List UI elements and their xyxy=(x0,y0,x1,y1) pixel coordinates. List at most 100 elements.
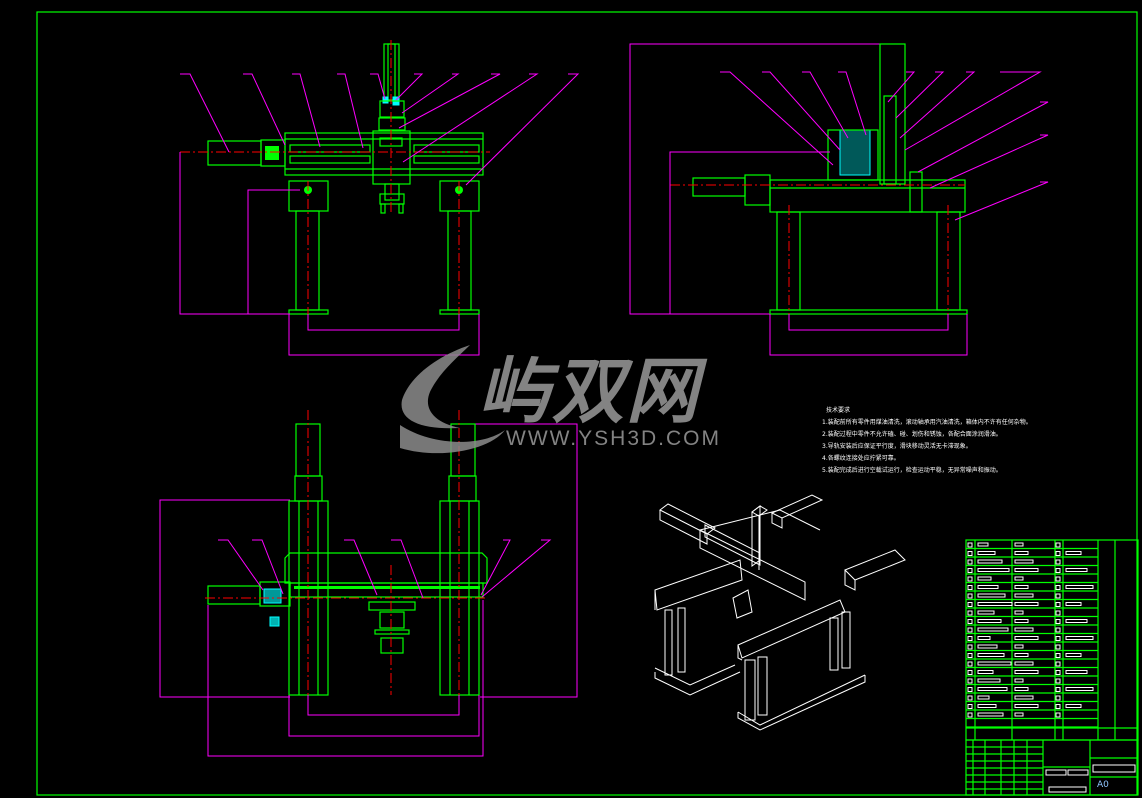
parts-list-cell-mark xyxy=(1055,610,1061,616)
title-block-cell-mark xyxy=(1045,769,1067,776)
parts-list-cell-mark xyxy=(1014,559,1034,564)
notes-title: 技术要求 xyxy=(826,407,851,414)
parts-list-cell-mark xyxy=(1014,695,1034,700)
note-item: 5.装配完成后进行空载试运行，检查运动平稳，无异常噪声和振动。 xyxy=(822,467,1002,474)
parts-list-cell-mark xyxy=(1055,585,1061,590)
title-block-cell-mark xyxy=(1067,769,1089,776)
parts-list-cell-mark xyxy=(977,661,1012,666)
front-view xyxy=(179,40,580,356)
parts-list-cell-mark xyxy=(1014,644,1024,649)
parts-list-cell-mark xyxy=(1055,619,1061,624)
parts-list-cell-mark xyxy=(977,712,1004,717)
parts-list-cell-mark xyxy=(1065,602,1082,606)
parts-list-cell-mark xyxy=(1055,576,1061,582)
parts-list-cell-mark xyxy=(977,695,990,700)
parts-list-cell-mark xyxy=(1014,542,1024,547)
parts-list-cell-mark xyxy=(1055,704,1061,709)
parts-list-cell-mark xyxy=(1065,568,1088,572)
parts-list-cell-mark xyxy=(967,704,973,709)
parts-list-cell-mark xyxy=(1014,661,1034,666)
parts-list-cell-mark xyxy=(967,661,973,667)
parts-list-cell-mark xyxy=(1055,661,1061,667)
parts-list-cell-mark xyxy=(1065,636,1094,640)
watermark-url: WWW.YSH3D.COM xyxy=(506,427,721,450)
parts-list-cell-mark xyxy=(977,568,1010,572)
title-block xyxy=(965,739,1139,796)
technical-notes: 技术要求 1.装配前所有零件用煤油清洗，滚动轴承用汽油清洗，箱体内不许有任何杂物… xyxy=(822,405,1032,477)
parts-list-cell-mark xyxy=(967,542,973,548)
parts-list-cell-mark xyxy=(1014,636,1039,640)
parts-list-cell-mark xyxy=(1014,585,1029,589)
parts-list-cell-mark xyxy=(977,627,1009,632)
parts-list-cell-mark xyxy=(1055,559,1061,565)
parts-list-cell-mark xyxy=(1014,704,1039,708)
parts-list-cell-mark xyxy=(977,644,998,649)
parts-list-cell-mark xyxy=(967,610,973,616)
watermark-brand: 屿双网 xyxy=(478,349,701,433)
parts-list-cell-mark xyxy=(977,687,1008,691)
parts-list-cell-mark xyxy=(1055,670,1061,675)
parts-list-cell-mark xyxy=(1055,627,1061,633)
parts-list-cell-mark xyxy=(967,551,973,556)
parts-list-cell-mark xyxy=(1055,678,1061,684)
parts-list-cell-mark xyxy=(977,678,1001,683)
parts-list-cell-mark xyxy=(1014,619,1029,623)
parts-list-cell-mark xyxy=(977,653,1005,657)
title-block-cell-mark xyxy=(1048,786,1087,793)
parts-list-cell-mark xyxy=(967,559,973,565)
parts-list-cell-mark xyxy=(1065,551,1082,555)
parts-list-cell-mark xyxy=(967,619,973,624)
parts-list-cell-mark xyxy=(1014,551,1029,555)
front-view-leaders xyxy=(180,73,580,186)
parts-list-cell-mark xyxy=(977,610,995,615)
parts-list-cell-mark xyxy=(967,695,973,701)
parts-list-cell-mark xyxy=(1014,610,1024,615)
parts-list-cell-mark xyxy=(1055,568,1061,573)
parts-list-cell-mark xyxy=(1055,644,1061,650)
top-view xyxy=(159,410,578,757)
parts-list-cell-mark xyxy=(977,585,999,589)
parts-list-cell-mark xyxy=(967,602,973,607)
parts-list-cell-mark xyxy=(977,636,991,640)
parts-list-cell-mark xyxy=(1065,619,1088,623)
parts-list-cell-mark xyxy=(1014,593,1034,598)
parts-list-cell-mark xyxy=(1014,687,1029,691)
title-block-cell-mark xyxy=(1092,764,1136,773)
parts-list-cell-mark xyxy=(967,653,973,658)
parts-list-cell-mark xyxy=(977,602,1013,606)
parts-list-cell-mark xyxy=(1055,636,1061,641)
parts-list-cell-mark xyxy=(1014,627,1034,632)
parts-list-cell-mark xyxy=(977,670,994,674)
parts-list-cell-mark xyxy=(1065,653,1082,657)
parts-list-cell-mark xyxy=(977,593,1006,598)
parts-list-cell-mark xyxy=(1055,653,1061,658)
parts-list-cell-mark xyxy=(1014,653,1029,657)
parts-list-cell-mark xyxy=(967,644,973,650)
note-item: 2.装配过程中零件不允许磕、碰、划伤和锈蚀，各配合面涂润滑油。 xyxy=(822,431,1002,438)
parts-list-cell-mark xyxy=(977,576,992,581)
parts-list-cell-mark xyxy=(967,678,973,684)
parts-list-cell-mark xyxy=(967,568,973,573)
parts-list-cell-mark xyxy=(967,636,973,641)
sheet-size-label: A0 xyxy=(1097,780,1109,790)
parts-list-cell-mark xyxy=(1065,585,1094,589)
parts-list-cell-mark xyxy=(967,593,973,599)
side-view xyxy=(629,43,1049,356)
watermark-logo-icon xyxy=(400,345,505,454)
note-item: 1.装配前所有零件用煤油清洗，滚动轴承用汽油清洗，箱体内不许有任何杂物。 xyxy=(822,419,1032,426)
parts-list-table xyxy=(965,539,1139,741)
parts-list-cell-mark xyxy=(967,670,973,675)
parts-list-cell-mark xyxy=(1055,602,1061,607)
isometric-view xyxy=(654,494,906,731)
parts-list-cell-mark xyxy=(977,551,996,555)
parts-list-cell-mark xyxy=(1065,704,1082,708)
parts-list-cell-mark xyxy=(1055,712,1061,718)
note-item: 4.各螺纹连接处应拧紧可靠。 xyxy=(822,455,900,462)
parts-list-cell-mark xyxy=(1055,687,1061,692)
parts-list-cell-mark xyxy=(1014,602,1039,606)
parts-list-cell-mark xyxy=(1014,568,1039,572)
parts-list-cell-mark xyxy=(967,576,973,582)
parts-list-cell-mark xyxy=(1055,551,1061,556)
parts-list-cell-mark xyxy=(977,542,989,547)
